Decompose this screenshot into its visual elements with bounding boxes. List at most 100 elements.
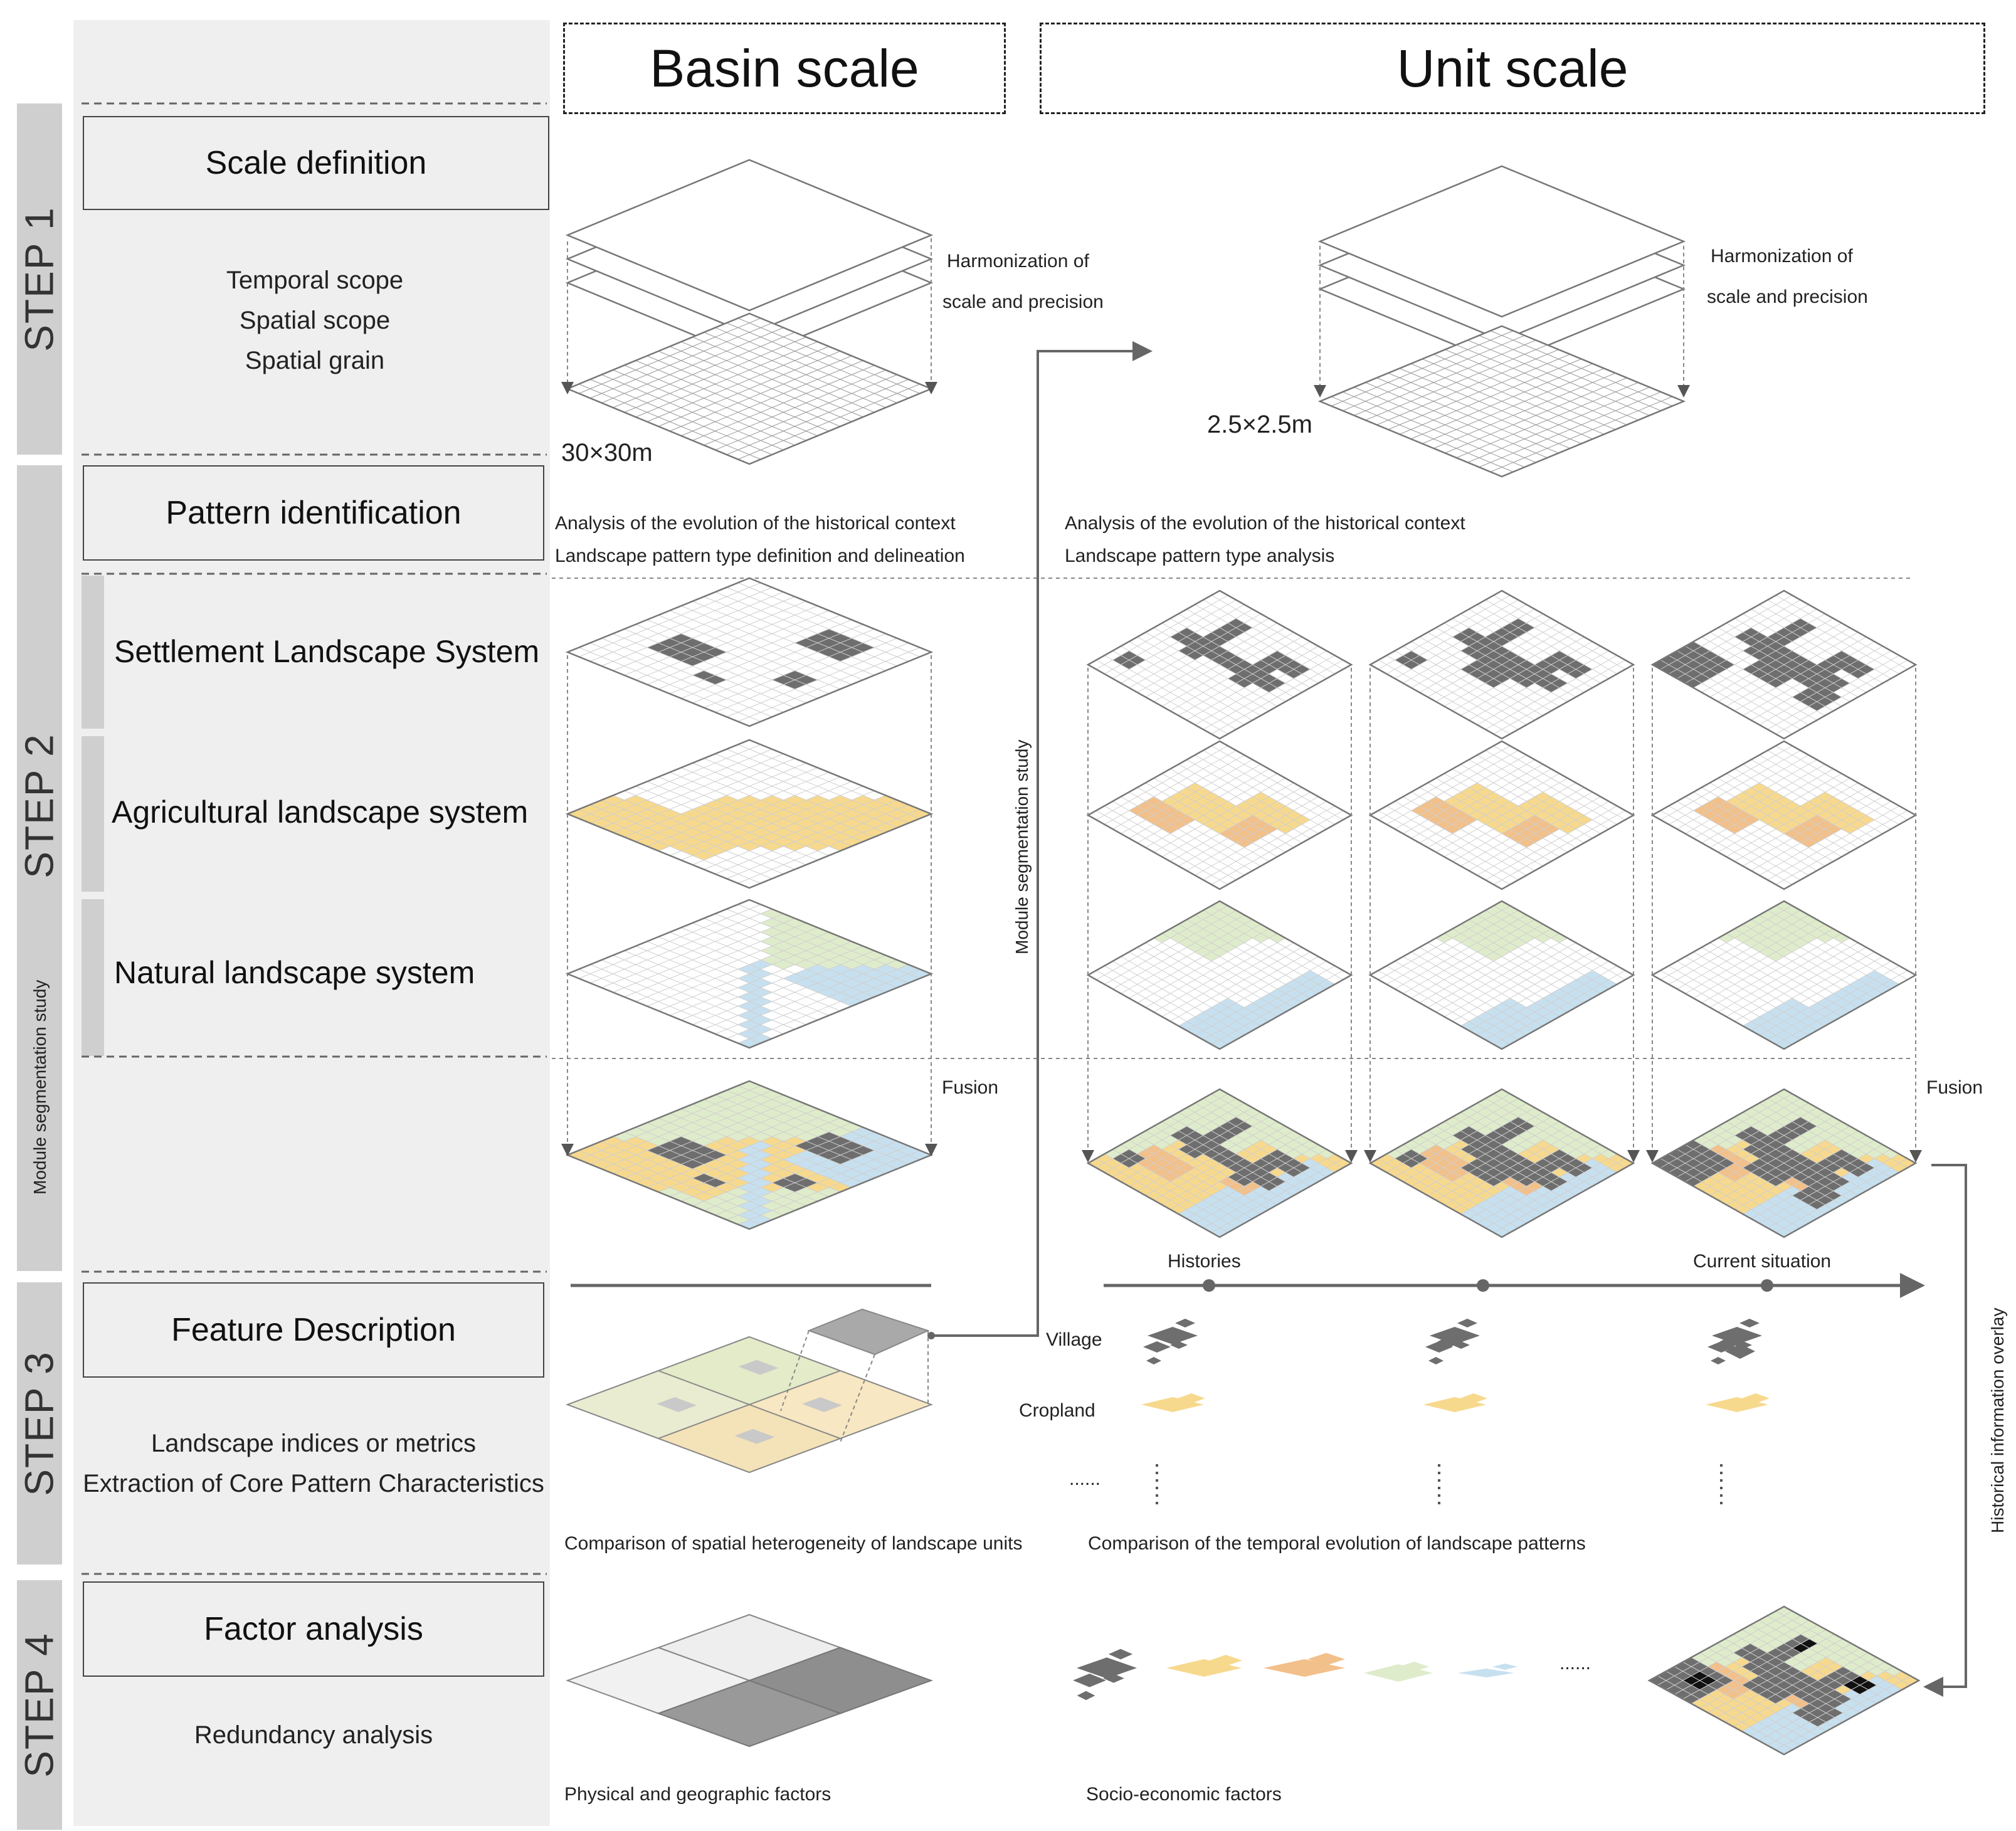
grid-line [1427,1130,1560,1205]
unit-agri-plate [1368,740,1635,890]
plate-cell [1277,993,1294,1003]
grid-line [1427,942,1560,1017]
plate-border [1086,589,1353,740]
plate-cell [1395,1163,1412,1173]
grid-line [1657,1675,1793,1751]
mini-shape [1103,1674,1124,1683]
mini-shape [1458,1669,1514,1677]
plate-cell [1310,975,1327,984]
plate-cell [1775,1200,1793,1210]
plate-cell [1743,1200,1760,1210]
plate-cell [874,974,897,983]
grid-line [1734,787,1867,862]
plate-cell [1493,1218,1511,1228]
plate-cell [828,814,852,823]
plate-border [1650,589,1918,740]
grid-line [624,790,806,865]
grid-line [1493,970,1626,1045]
plate-cell [1493,938,1511,947]
plate-cell [1709,1126,1727,1136]
grid-line [1195,1149,1327,1224]
basin-scale-header: Basin scale [563,23,1006,114]
grid-line [1145,1130,1278,1205]
grid-line [715,374,897,450]
grid-line [1485,965,1617,1040]
grid-line [635,624,818,699]
grid-line [1378,810,1511,885]
feature-description-box: Feature Description [83,1282,544,1378]
timeline-histories-label: Histories [1168,1251,1241,1272]
plate-cell [1145,1144,1163,1154]
plate-cell [1709,1144,1727,1154]
plate-cell [1493,1181,1511,1191]
plate-cell [783,955,806,965]
plate-cell [1493,919,1511,929]
grid-line [601,959,784,1035]
plate-cell [1775,1030,1793,1040]
grid-line [1685,956,1817,1031]
grid-line [1685,1144,1817,1219]
grid-line [715,799,897,875]
grid-line [1411,791,1543,867]
grid-line [1403,956,1535,1031]
step2-bar [17,465,62,1271]
harmonization-unit-line1: Harmonization of [1711,246,1853,266]
plate-cell [692,670,715,680]
grid-line [1186,796,1319,871]
grid-line [1750,1662,1886,1736]
plate-cell [1145,796,1163,806]
grid-line [1751,796,1883,871]
unit-step4-caption: Socio-economic factors [1086,1784,1282,1805]
grid-line [1145,631,1278,707]
plate-cell [783,814,806,823]
plate-cell [1211,1181,1228,1191]
grid-line [646,356,830,431]
grid-line [1129,641,1261,716]
plate-cell [1211,1089,1228,1099]
extract-guide [780,1330,810,1412]
grid-line [1211,1158,1344,1233]
grid-line [1660,660,1793,735]
plate-cell [1211,815,1228,825]
unit-settlement-plate [1086,589,1353,740]
timeline-current-label: Current situation [1693,1251,1832,1272]
grid-line [1095,810,1228,885]
grid-line [1485,655,1617,730]
plate-cell [1526,1163,1543,1173]
basin-settlement-plate [565,577,934,727]
grid-line [1137,636,1269,712]
grid-line [1186,956,1319,1031]
plate-cell [783,918,806,928]
plate-cell [1211,628,1228,637]
grid-line [590,1145,773,1220]
grid-line [669,941,852,1016]
plate-border [1368,740,1635,890]
grid-line [692,365,875,441]
scope-list: Temporal scope Spatial scope Spatial gra… [83,260,547,381]
grid-line [1395,961,1527,1036]
grid-line [1170,1135,1302,1210]
plate-cell [737,1173,761,1183]
plate-cell [601,814,625,823]
plate-cell [874,795,897,805]
fusion-basin-label: Fusion [942,1077,999,1098]
grid-line [1395,801,1527,876]
grid-line [1726,631,1859,707]
plate-cell [601,1136,625,1146]
grid-line [1403,646,1535,720]
plate-cell [646,1136,670,1146]
plate-cell [1775,1089,1793,1099]
plate-cell [783,1155,806,1164]
plate-cell [828,633,852,643]
plate-cell [1808,1200,1825,1210]
plate-cell [1841,1144,1859,1154]
basin-note-2: Landscape pattern type definition and de… [555,546,965,566]
mini-shape [1711,1357,1726,1364]
plate-cell [1178,815,1195,825]
plate-cell [646,832,670,842]
grid-line [646,619,830,694]
plate-cell [1526,1144,1543,1154]
unit-note-2: Landscape pattern type analysis [1065,546,1335,566]
plate-cell [1211,1126,1228,1136]
unit-natural-plate [1650,900,1918,1050]
